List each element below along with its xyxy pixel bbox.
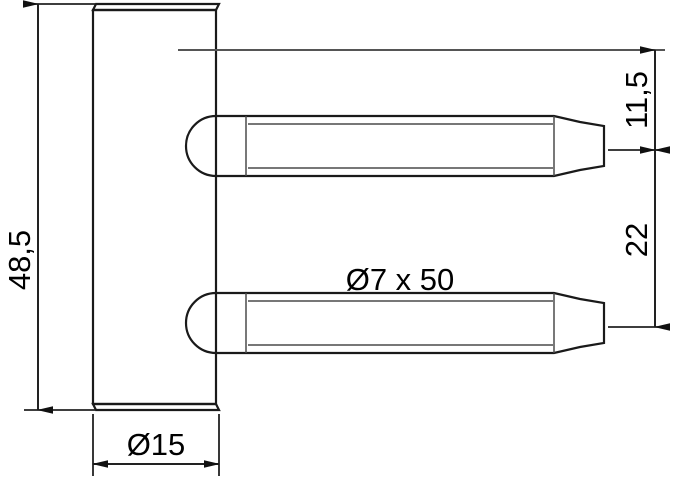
dimension-plate-width: Ø15 — [92, 414, 220, 476]
lower-pin — [184, 291, 606, 355]
lower-pin-profile — [184, 291, 606, 355]
base-plate-bottom-chamfer — [91, 402, 221, 412]
dimension-pin-spacing: 22 — [608, 146, 670, 331]
dimension-overall-height: 48,5 — [2, 0, 95, 414]
dimension-label-pin-spacing: 22 — [619, 223, 654, 257]
dimension-label-plate-width: Ø15 — [127, 427, 186, 462]
base-plate-body — [91, 8, 218, 406]
dimension-label-pin-spec: Ø7 x 50 — [346, 262, 455, 297]
dimension-top-pin-offset: 11,5 — [608, 46, 670, 154]
upper-pin — [184, 114, 606, 178]
dimension-label-top-pin-offset: 11,5 — [619, 71, 654, 129]
upper-pin-profile — [184, 114, 606, 178]
base-plate — [91, 2, 221, 412]
dimension-label-overall-height: 48,5 — [2, 230, 37, 290]
